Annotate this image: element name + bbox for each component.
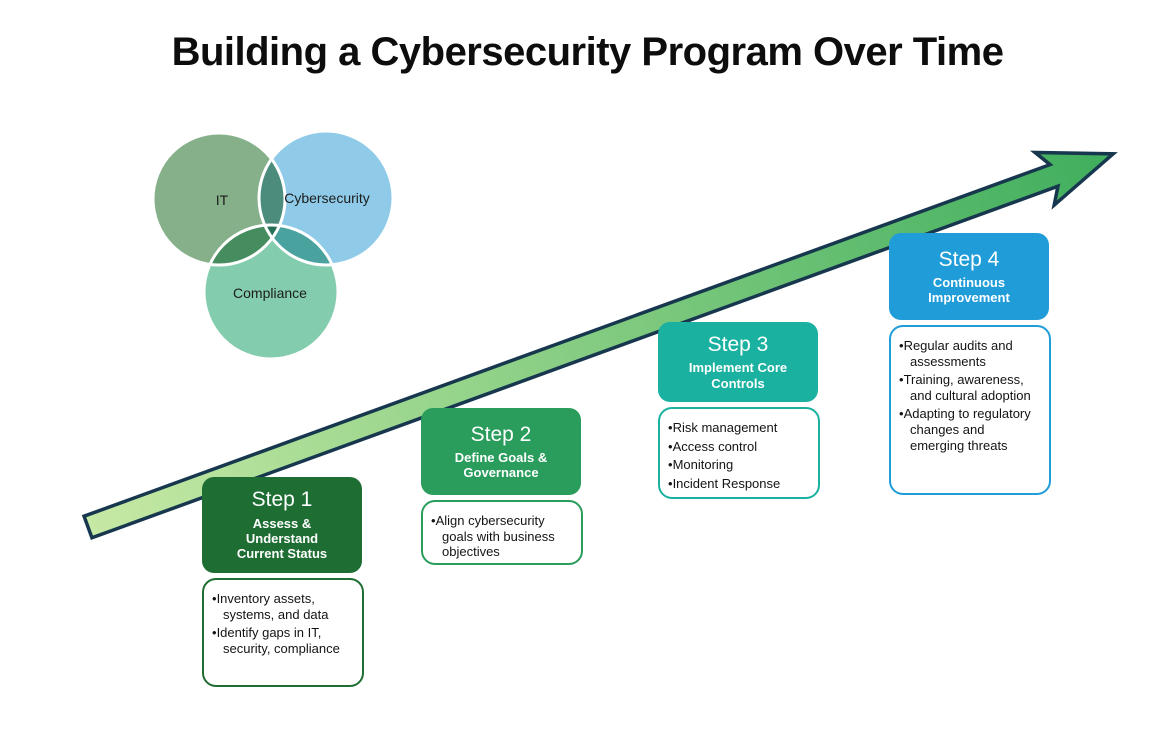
venn-label-cybersecurity: Cybersecurity xyxy=(284,190,370,206)
step-3-header: Step 3 Implement Core Controls xyxy=(658,322,818,402)
step-1-subtitle: Assess & Understand Current Status xyxy=(236,515,328,562)
step-1-body: Inventory assets, systems, and dataIdent… xyxy=(202,578,364,687)
step-card-4: Step 4 Continuous Improvement Regular au… xyxy=(889,233,1051,495)
step-2-title: Step 2 xyxy=(470,422,532,446)
step-3-title: Step 3 xyxy=(707,333,769,357)
bullet-item: Align cybersecurity goals with business … xyxy=(431,513,571,560)
step-1-bullet-list: Inventory assets, systems, and dataIdent… xyxy=(212,591,356,656)
step-2-subtitle: Define Goals & Governance xyxy=(454,449,548,481)
step-card-1: Step 1 Assess & Understand Current Statu… xyxy=(202,477,364,687)
bullet-item: Monitoring xyxy=(668,457,808,473)
step-4-body: Regular audits and assessmentsTraining, … xyxy=(889,325,1051,495)
step-2-bullet-list: Align cybersecurity goals with business … xyxy=(431,513,575,560)
venn-label-compliance: Compliance xyxy=(233,285,307,301)
step-3-body: Risk managementAccess controlMonitoringI… xyxy=(658,407,820,499)
step-card-2: Step 2 Define Goals & Governance Align c… xyxy=(421,408,583,565)
venn-diagram: IT Cybersecurity Compliance xyxy=(151,129,395,361)
step-2-header: Step 2 Define Goals & Governance xyxy=(421,408,581,495)
venn-label-it: IT xyxy=(216,192,229,208)
step-4-header: Step 4 Continuous Improvement xyxy=(889,233,1049,320)
bullet-item: Inventory assets, systems, and data xyxy=(212,591,352,622)
bullet-item: Incident Response xyxy=(668,476,808,492)
step-4-subtitle: Continuous Improvement xyxy=(928,274,1010,306)
bullet-item: Training, awareness, and cultural adopti… xyxy=(899,372,1039,403)
step-2-body: Align cybersecurity goals with business … xyxy=(421,500,583,565)
step-4-title: Step 4 xyxy=(938,247,1000,271)
step-card-3: Step 3 Implement Core Controls Risk mana… xyxy=(658,322,820,499)
bullet-item: Adapting to regulatory changes and emerg… xyxy=(899,406,1039,453)
step-1-title: Step 1 xyxy=(251,488,313,512)
bullet-item: Regular audits and assessments xyxy=(899,338,1039,369)
step-1-header: Step 1 Assess & Understand Current Statu… xyxy=(202,477,362,573)
bullet-item: Identify gaps in IT, security, complianc… xyxy=(212,625,352,656)
venn-fills xyxy=(153,131,393,359)
step-3-subtitle: Implement Core Controls xyxy=(688,360,788,391)
page-title: Building a Cybersecurity Program Over Ti… xyxy=(171,30,1004,74)
bullet-item: Risk management xyxy=(668,420,808,436)
bullet-item: Access control xyxy=(668,439,808,455)
step-4-bullet-list: Regular audits and assessmentsTraining, … xyxy=(899,338,1043,453)
step-3-bullet-list: Risk managementAccess controlMonitoringI… xyxy=(668,420,812,491)
